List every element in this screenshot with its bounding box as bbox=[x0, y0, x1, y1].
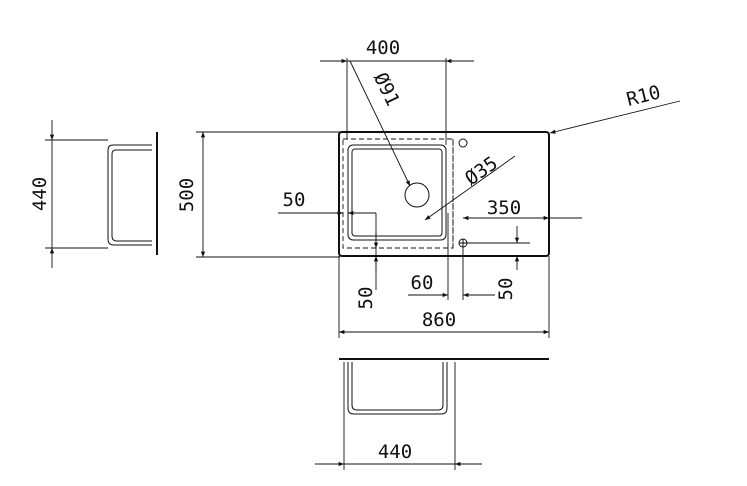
dim-d91: Ø91 bbox=[349, 60, 411, 187]
dim-350: 350 bbox=[463, 197, 582, 221]
bowl-outer bbox=[347, 144, 447, 241]
dim-label-60: 60 bbox=[411, 272, 434, 294]
sink-outline bbox=[338, 131, 550, 257]
dim-50-bottom-left: 50 bbox=[355, 213, 379, 310]
drain-hole bbox=[404, 182, 430, 208]
dim-440-bottom: 440 bbox=[315, 362, 482, 470]
side-view: 440 bbox=[29, 120, 158, 268]
dim-500: 500 bbox=[176, 131, 340, 258]
dim-label-d35: Ø35 bbox=[461, 152, 502, 190]
dim-label-50-bottom-right: 50 bbox=[495, 278, 517, 301]
dim-label-860: 860 bbox=[422, 309, 456, 331]
dim-860: 860 bbox=[338, 256, 550, 338]
dim-r10: R10 bbox=[549, 81, 681, 134]
dim-label-400: 400 bbox=[366, 37, 400, 59]
front-bowl-inner bbox=[351, 362, 444, 411]
dim-50-left: 50 bbox=[278, 189, 376, 216]
dim-label-350: 350 bbox=[487, 197, 521, 219]
dim-label-440-left: 440 bbox=[29, 177, 51, 211]
dim-label-500: 500 bbox=[176, 178, 198, 212]
side-bowl-outer bbox=[107, 144, 152, 246]
leader-d35 bbox=[424, 155, 516, 221]
bowl-inner bbox=[351, 148, 443, 237]
dim-400: 400 bbox=[320, 37, 474, 145]
leader-d91 bbox=[349, 60, 411, 187]
leader-r10 bbox=[549, 100, 681, 134]
overflow-hole bbox=[458, 138, 468, 148]
dim-label-50-bottom-left: 50 bbox=[355, 287, 377, 310]
dim-60: 60 bbox=[408, 213, 495, 300]
side-bowl-inner bbox=[111, 149, 152, 242]
front-bowl-outer bbox=[347, 362, 448, 415]
top-view bbox=[338, 131, 550, 257]
dim-label-d91: Ø91 bbox=[369, 69, 404, 109]
dim-50-bottom-right: 50 bbox=[463, 226, 530, 300]
bowl-cutout-dashed bbox=[342, 138, 454, 249]
dim-label-440-bottom: 440 bbox=[378, 441, 412, 463]
dim-label-50-left: 50 bbox=[283, 189, 306, 211]
front-view bbox=[339, 358, 549, 415]
